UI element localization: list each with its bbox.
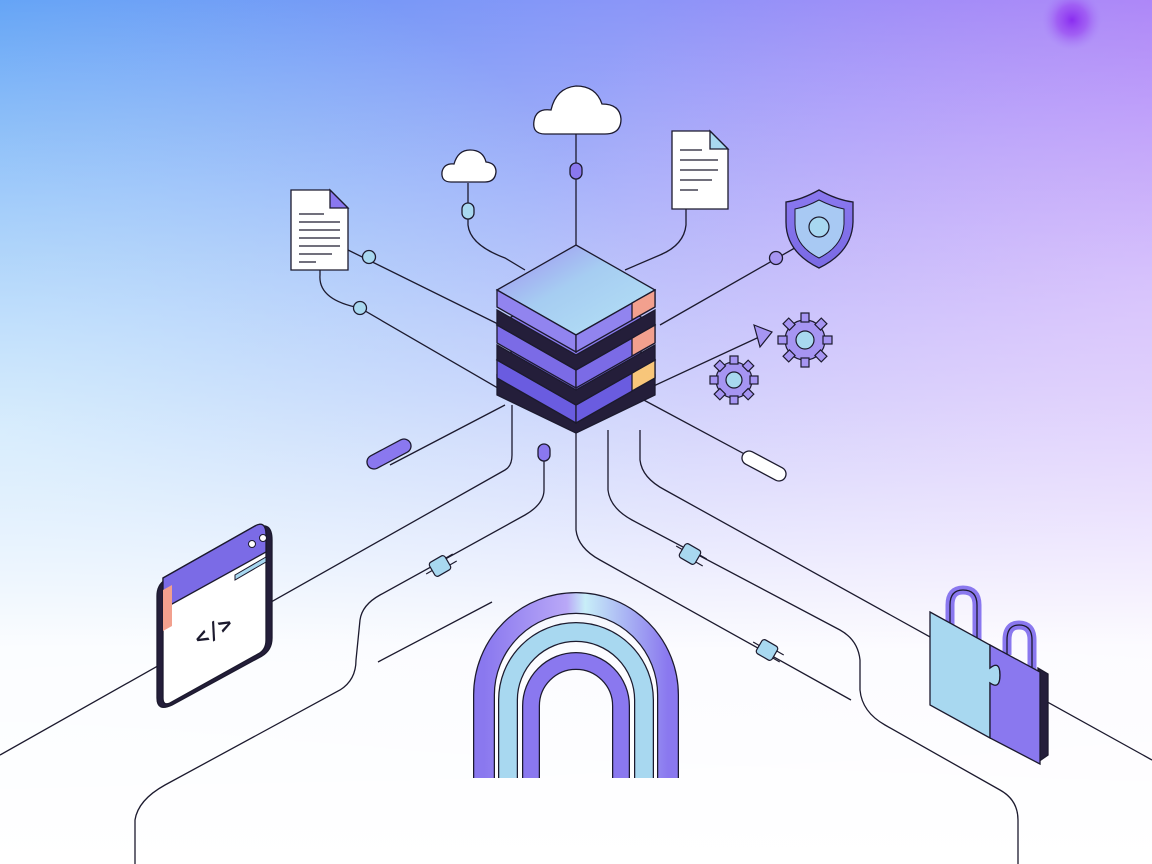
- cloud-icon: [533, 85, 622, 135]
- shield-icon: [785, 189, 854, 269]
- server-stack-icon: [495, 244, 657, 434]
- connector-nodes: [352, 162, 787, 482]
- code-window-icon: </>: [156, 523, 273, 708]
- document-icon-right: [671, 129, 730, 210]
- gear-icon: [709, 312, 833, 405]
- glow-dot: [1042, 0, 1102, 50]
- arrow-icon: [753, 324, 773, 349]
- plug-icon: [425, 543, 785, 663]
- small-cloud-icon: [441, 149, 497, 183]
- rainbow-arch-icon: [473, 592, 679, 778]
- padlock-puzzle-icon: [929, 585, 1049, 766]
- document-icon: [290, 188, 350, 271]
